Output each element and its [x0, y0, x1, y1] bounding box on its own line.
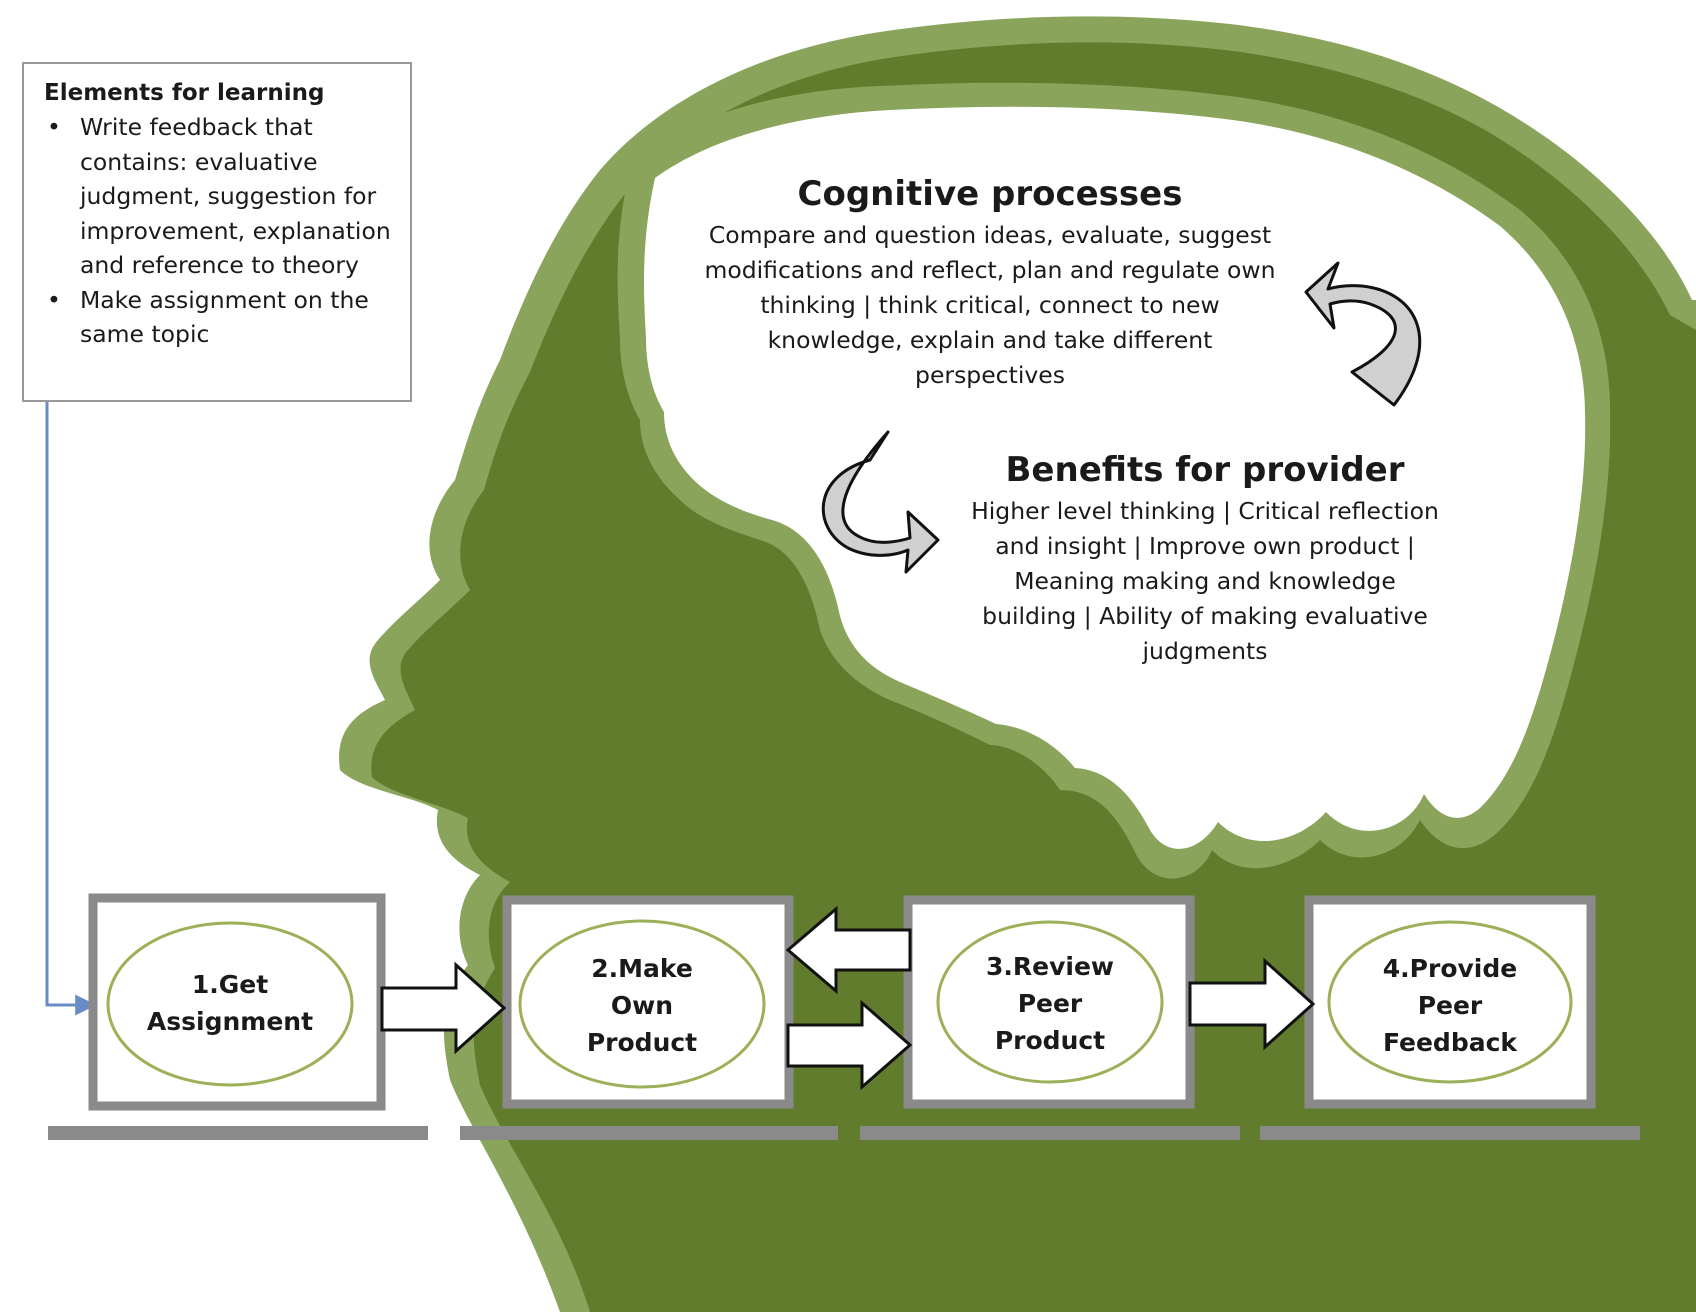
cognitive-processes-body: Compare and question ideas, evaluate, su…: [704, 221, 1276, 389]
step-1-ellipse: [106, 921, 354, 1087]
step-card-1: [88, 893, 386, 1111]
step-2-label: 2.Make Own Product: [586, 954, 698, 1057]
arrow-step1-to-step2: [380, 961, 507, 1055]
baselines: [48, 1126, 1640, 1140]
elements-for-learning-list: Write feedback that contains: evaluative…: [44, 110, 392, 352]
cycle-arrow-upper: [1304, 261, 1422, 407]
benefits-for-provider-body: Higher level thinking | Critical reflect…: [971, 497, 1439, 665]
step-2-ellipse: [518, 919, 766, 1089]
elements-for-learning-box: Elements for learning Write feedback tha…: [22, 62, 412, 402]
baseline-4: [1260, 1126, 1640, 1140]
arrow-step3-to-step2: [785, 905, 912, 995]
step-1-label: 1.Get Assignment: [146, 970, 314, 1036]
step-card-2: [502, 895, 794, 1109]
baseline-3: [860, 1126, 1240, 1140]
step-3-ellipse: [936, 920, 1164, 1084]
elements-item-assignment: Make assignment on the same topic: [44, 283, 392, 352]
baseline-1: [48, 1126, 428, 1140]
benefits-for-provider-block: Benefits for provider Higher level think…: [970, 448, 1440, 669]
baseline-2: [460, 1126, 838, 1140]
step-4-ellipse: [1327, 920, 1573, 1084]
connector-line: [45, 402, 97, 1016]
arrow-step2-to-step3: [786, 999, 913, 1091]
cognitive-processes-block: Cognitive processes Compare and question…: [700, 172, 1280, 393]
arrow-step3-to-step4: [1188, 957, 1316, 1051]
step-3-label: 3.Review Peer Product: [985, 952, 1114, 1055]
elements-item-feedback: Write feedback that contains: evaluative…: [44, 110, 392, 283]
step-card-4: [1304, 895, 1596, 1109]
benefits-for-provider-title: Benefits for provider: [1005, 450, 1405, 490]
cognitive-processes-title: Cognitive processes: [797, 174, 1183, 214]
step-card-3: [903, 895, 1195, 1109]
elements-for-learning-title: Elements for learning: [44, 80, 325, 106]
cycle-arrow-lower: [821, 430, 940, 574]
step-4-label: 4.Provide Peer Feedback: [1382, 954, 1518, 1057]
